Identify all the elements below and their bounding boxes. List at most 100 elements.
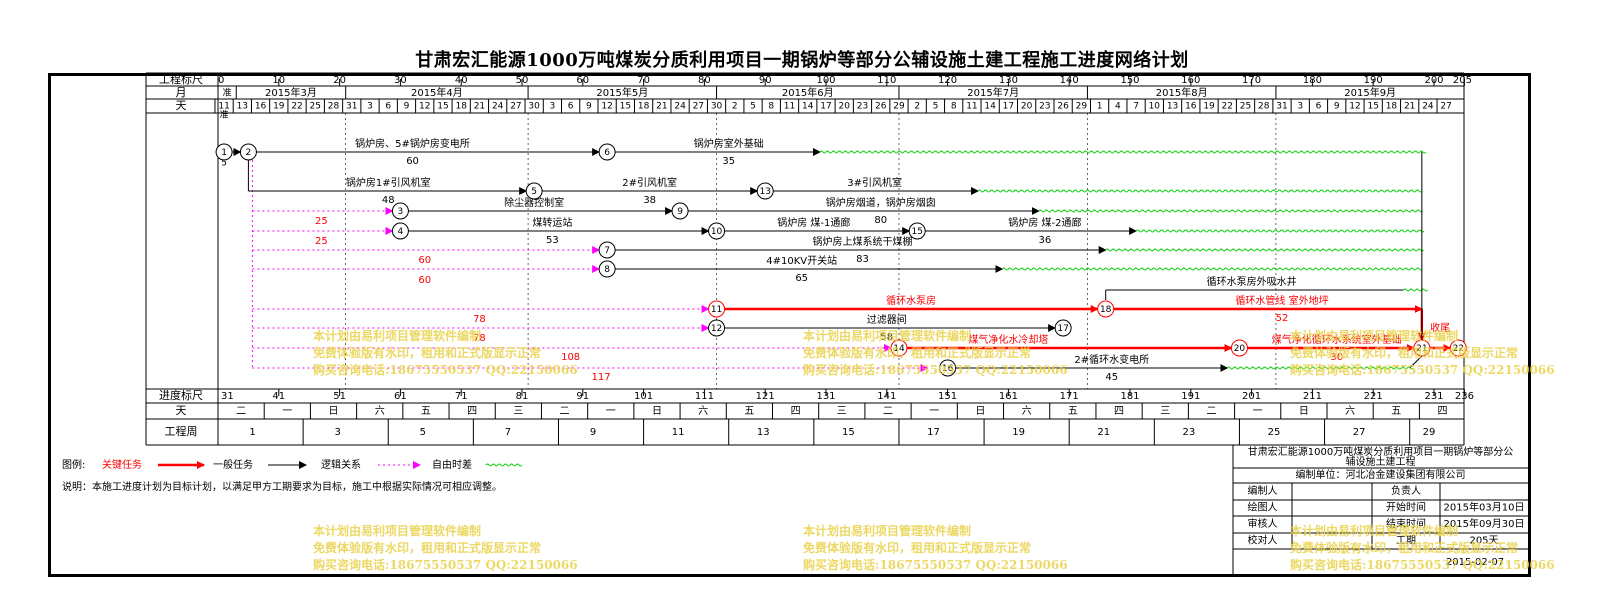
day-label: 29 [1076,102,1088,112]
weekday-label: 日 [329,406,339,417]
day-label: 22 [291,102,302,112]
node-label: 17 [1057,324,1068,334]
day-label: 30 [711,102,723,112]
ruler-tick-label: 140 [1060,75,1079,86]
info-cell: 2015年03月10日 [1444,501,1525,514]
start-label: 5 [221,159,227,169]
day-label: 2 [732,102,738,112]
progress-tick-label: 161 [999,391,1018,402]
day-label: 3 [367,102,373,112]
weekday-label: 日 [1299,406,1309,417]
week-label: 1 [249,427,255,438]
day-label: 30 [528,102,540,112]
day-label: 3 [550,102,556,112]
day-label: 31 [1276,102,1287,112]
month-label: 准 [223,88,232,99]
week-label: 15 [842,427,855,438]
day-label: 4 [1115,102,1121,112]
node-circle [391,222,409,240]
weekday-label: 一 [1253,406,1263,417]
day-label: 12 [601,102,612,112]
task-name: 收尾 [1430,321,1450,334]
day-label: 31 [346,102,357,112]
day-label: 11 [966,102,977,112]
legend-critical-label: 关键任务 [102,458,142,471]
day-label: 28 [328,102,340,112]
progress-tick-label: 51 [333,391,346,402]
weekday-label: 四 [467,406,477,417]
float-line [977,189,1423,193]
progress-tick-label: 236 [1455,391,1474,402]
weekday-label: 二 [1206,406,1216,417]
chart-frame [48,73,1531,577]
day-label: 10 [1149,102,1161,112]
info-cell: 结束时间 [1386,517,1426,530]
day-label: 21 [656,102,667,112]
float-label: 78 [473,333,486,344]
day-label: 5 [933,102,939,112]
weekday-label: 二 [560,406,570,417]
node-label: 13 [759,187,770,197]
weekday-label: 五 [1391,406,1401,417]
weekday-label: 一 [282,406,292,417]
float-line [1226,366,1414,370]
day-label: 9 [404,102,410,112]
day-label: 20 [1021,102,1033,112]
task-name: 锅炉房上煤系统干煤棚 [812,235,912,248]
ruler-tick-label: 40 [455,75,468,86]
node-circle [939,359,957,377]
node-label: 7 [604,246,610,256]
day-label: 12 [1349,102,1360,112]
day-label: 26 [875,102,887,112]
task-duration: 83 [856,254,869,265]
task-duration: 80 [874,215,887,226]
day-label: 2 [914,102,920,112]
task-name: 2#引风机室 [622,176,677,189]
node-circle [598,241,616,259]
weekday-label: 一 [929,406,939,417]
day-label: 8 [951,102,957,112]
progress-tick-label: 31 [221,391,234,402]
week-label: 25 [1268,427,1281,438]
weekday-label: 二 [236,406,246,417]
ruler-tick-label: 30 [394,75,407,86]
day-label: 20 [839,102,851,112]
info-cell: 工期 [1396,535,1416,547]
month-label: 2015年6月 [782,86,834,99]
float-line [819,150,1427,154]
task-duration: 36 [1039,235,1052,246]
weekday-label: 五 [744,406,754,417]
week-label: 21 [1097,427,1110,438]
progress-tick-label: 191 [1181,391,1200,402]
day-label: 17 [820,102,831,112]
info-cell: 开始时间 [1386,501,1426,514]
day-label: 25 [310,102,321,112]
info-cell: 绘图人 [1248,501,1278,514]
float-line [1105,248,1425,252]
month-label: 2015年3月 [265,86,317,99]
progress-tick-label: 131 [816,391,835,402]
row-label-progress: 进度标尺 [159,388,203,402]
node-circle [1054,319,1072,337]
node-label: 12 [711,324,722,334]
progress-tick-label: 121 [756,391,775,402]
node-label: 5 [531,187,537,197]
week-label: 9 [590,427,596,438]
task-duration: 38 [643,195,656,206]
ruler-tick-label: 205 [1453,75,1472,86]
float-label: 25 [315,236,328,247]
task-name: 锅炉房室外基础 [694,137,764,150]
ruler-tick-label: 170 [1242,75,1261,86]
day-label: 6 [568,102,574,112]
row-label-weekday: 天 [176,404,187,417]
ruler-tick-label: 80 [698,75,711,86]
task-name: 除尘器控制室 [504,196,564,209]
day-label: 8 [768,102,774,112]
legend-free-label: 自由时差 [432,458,472,471]
week-label: 23 [1183,427,1196,438]
node-circle [708,300,726,318]
node-circle [1449,339,1467,357]
day-label: 25 [1240,102,1251,112]
day-label: 5 [750,102,756,112]
